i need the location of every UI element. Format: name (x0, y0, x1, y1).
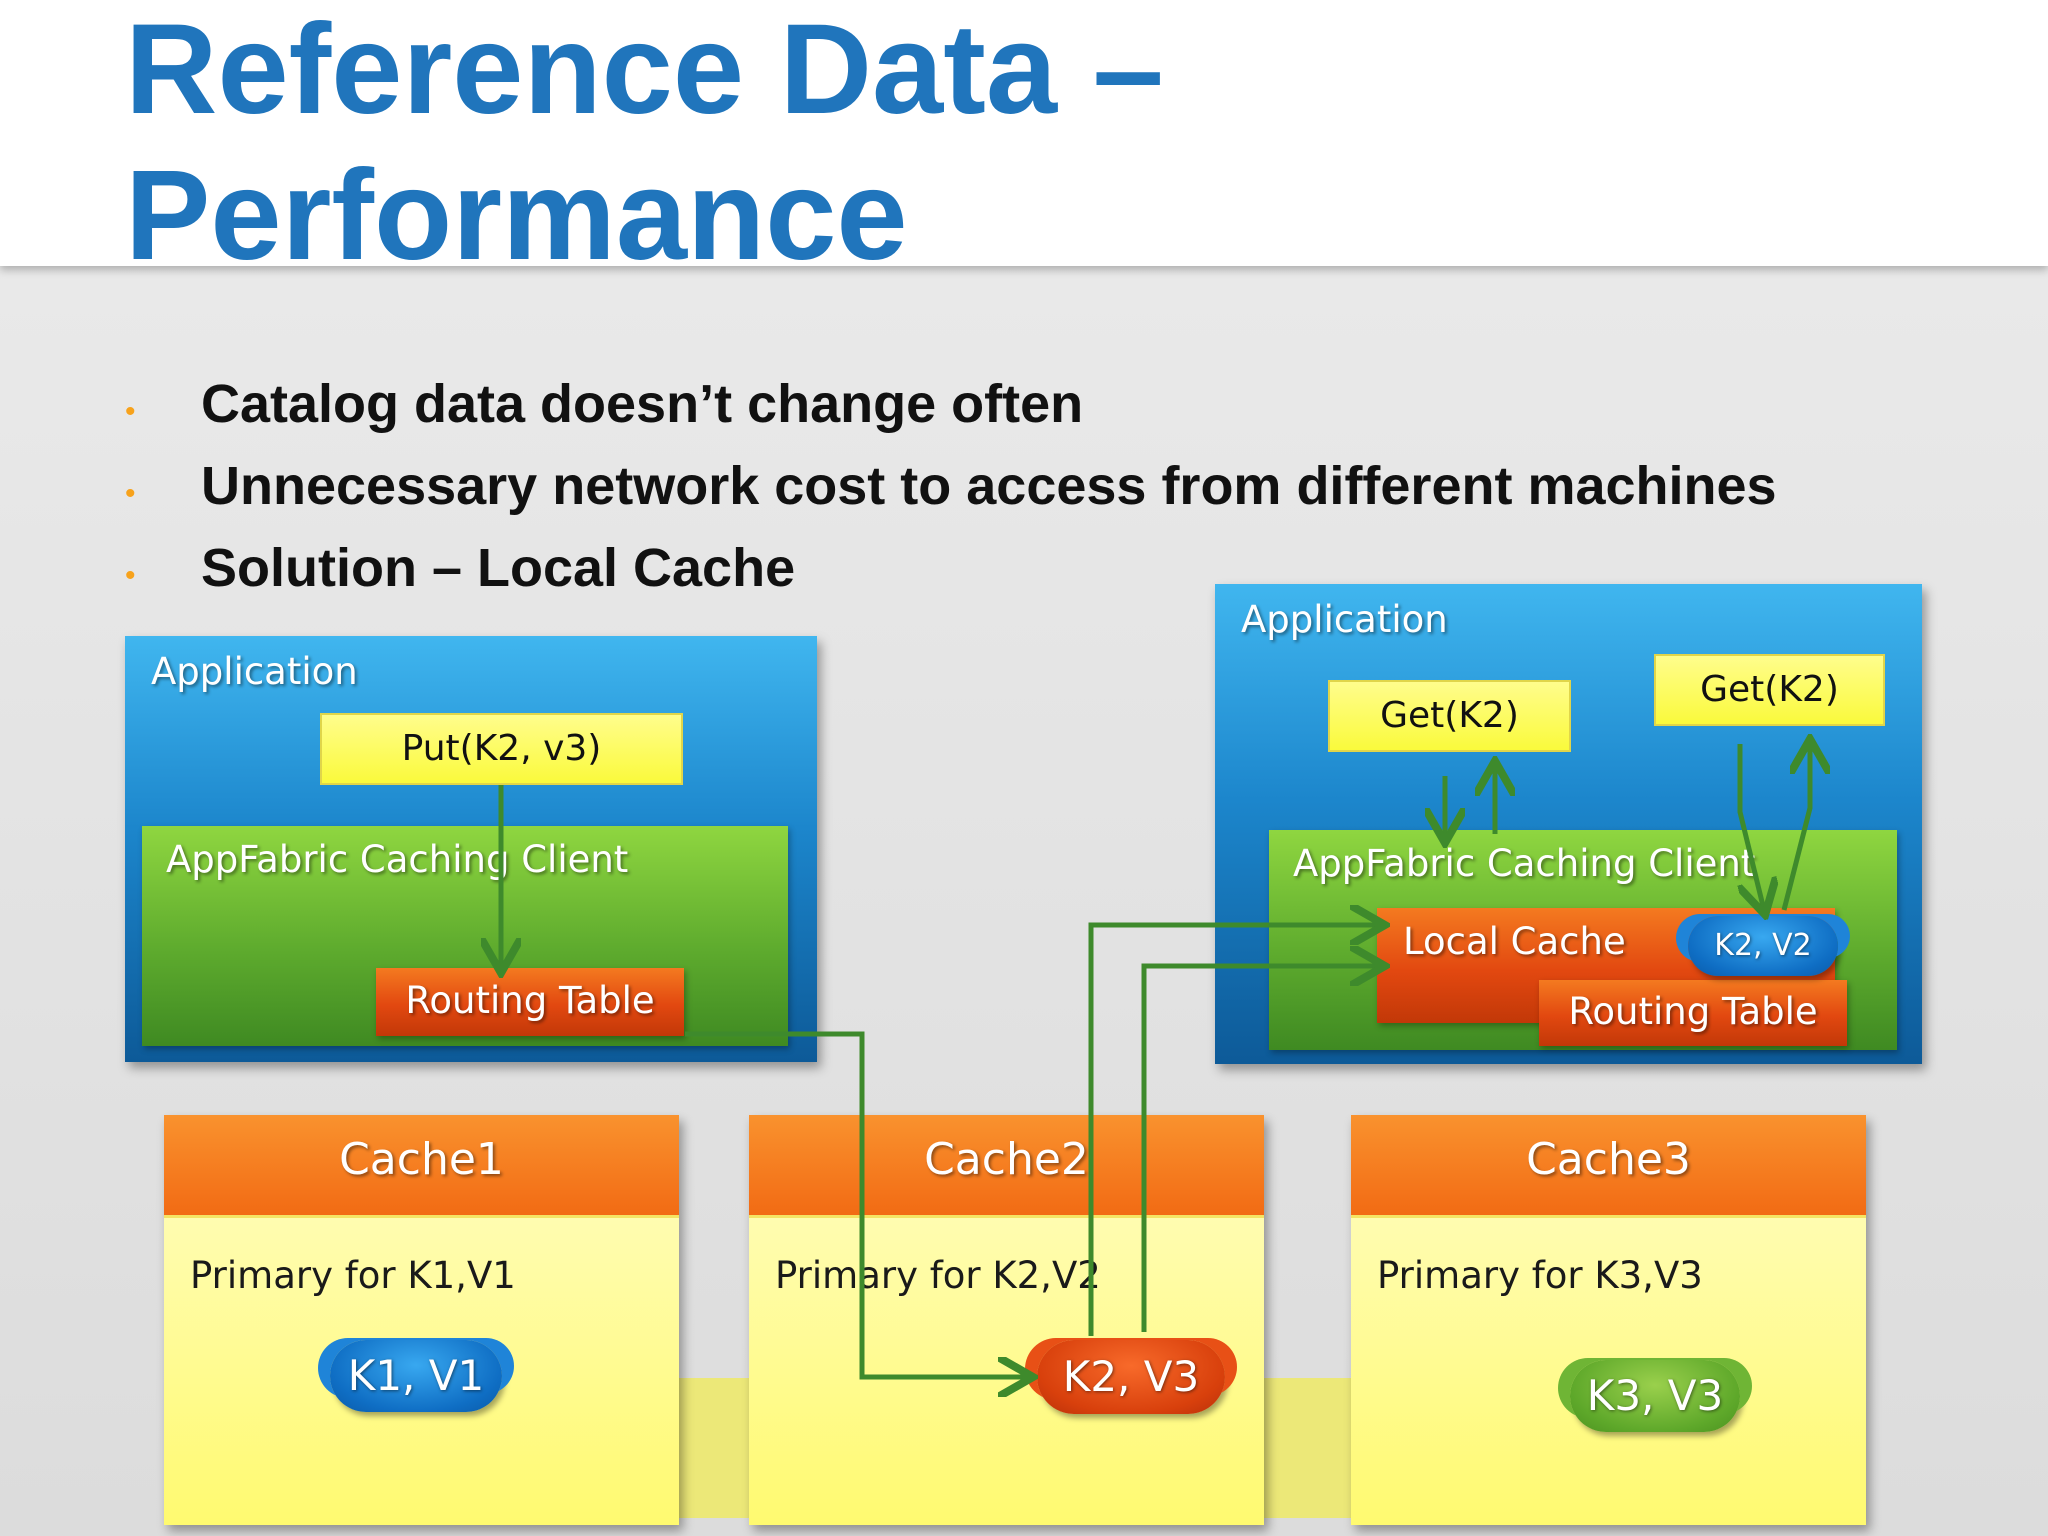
cache-server-3-title: Cache3 (1351, 1115, 1866, 1215)
cache-server-1-title: Cache1 (164, 1115, 679, 1215)
left-application-box: Application Put(K2, v3) AppFabric Cachin… (125, 636, 817, 1062)
slide-title-line-1: Reference Data – (125, 0, 1164, 141)
cache-server-3-body: Primary for K3,V3 (1351, 1215, 1866, 1525)
left-application-label: Application (151, 650, 358, 693)
get-operation-box-1: Get(K2) (1328, 680, 1571, 752)
slide-header: Reference Data – Performance (0, 0, 2048, 280)
cache-item-k3-cloud: K3, V3 (1570, 1360, 1740, 1432)
cache-server-1-primary: Primary for K1,V1 (190, 1254, 516, 1297)
bullet-icon: • (125, 559, 136, 592)
cache-server-2-title: Cache2 (749, 1115, 1264, 1215)
local-cache-item-cloud: K2, V2 (1688, 916, 1838, 976)
right-caching-client-label: AppFabric Caching Client (1293, 842, 1756, 885)
bullet-icon: • (125, 477, 136, 510)
left-caching-client-box: AppFabric Caching Client Routing Table (142, 826, 788, 1046)
bullet-text: Solution – Local Cache (201, 538, 796, 598)
put-operation-box: Put(K2, v3) (320, 713, 683, 785)
get-operation-box-2: Get(K2) (1654, 654, 1885, 726)
cache-item-k1-cloud: K1, V1 (330, 1340, 502, 1412)
cache-server-1-body: Primary for K1,V1 (164, 1215, 679, 1525)
cache-server-1: Cache1 Primary for K1,V1 (164, 1115, 679, 1525)
right-routing-table: Routing Table (1539, 980, 1847, 1046)
cache-server-3-primary: Primary for K3,V3 (1377, 1254, 1703, 1297)
left-routing-table: Routing Table (376, 968, 684, 1036)
bullet-text: Catalog data doesn’t change often (201, 374, 1084, 434)
right-application-label: Application (1241, 598, 1448, 641)
cache-server-3: Cache3 Primary for K3,V3 (1351, 1115, 1866, 1525)
cache-server-2: Cache2 Primary for K2,V2 (749, 1115, 1264, 1525)
cache-item-k2-cloud: K2, V3 (1037, 1340, 1225, 1414)
bullet-item: • Unnecessary network cost to access fro… (125, 455, 1985, 525)
right-application-box: Application Get(K2) Get(K2) AppFabric Ca… (1215, 584, 1922, 1064)
bullet-text: Unnecessary network cost to access from … (201, 456, 1777, 516)
cache-server-2-primary: Primary for K2,V2 (775, 1254, 1101, 1297)
bullet-icon: • (125, 395, 136, 428)
left-caching-client-label: AppFabric Caching Client (166, 838, 629, 881)
local-cache-label: Local Cache (1403, 920, 1626, 963)
slide-title-line-2: Performance (125, 144, 908, 287)
bullet-item: • Solution – Local Cache (125, 537, 1985, 607)
bullet-item: • Catalog data doesn’t change often (125, 373, 1985, 443)
